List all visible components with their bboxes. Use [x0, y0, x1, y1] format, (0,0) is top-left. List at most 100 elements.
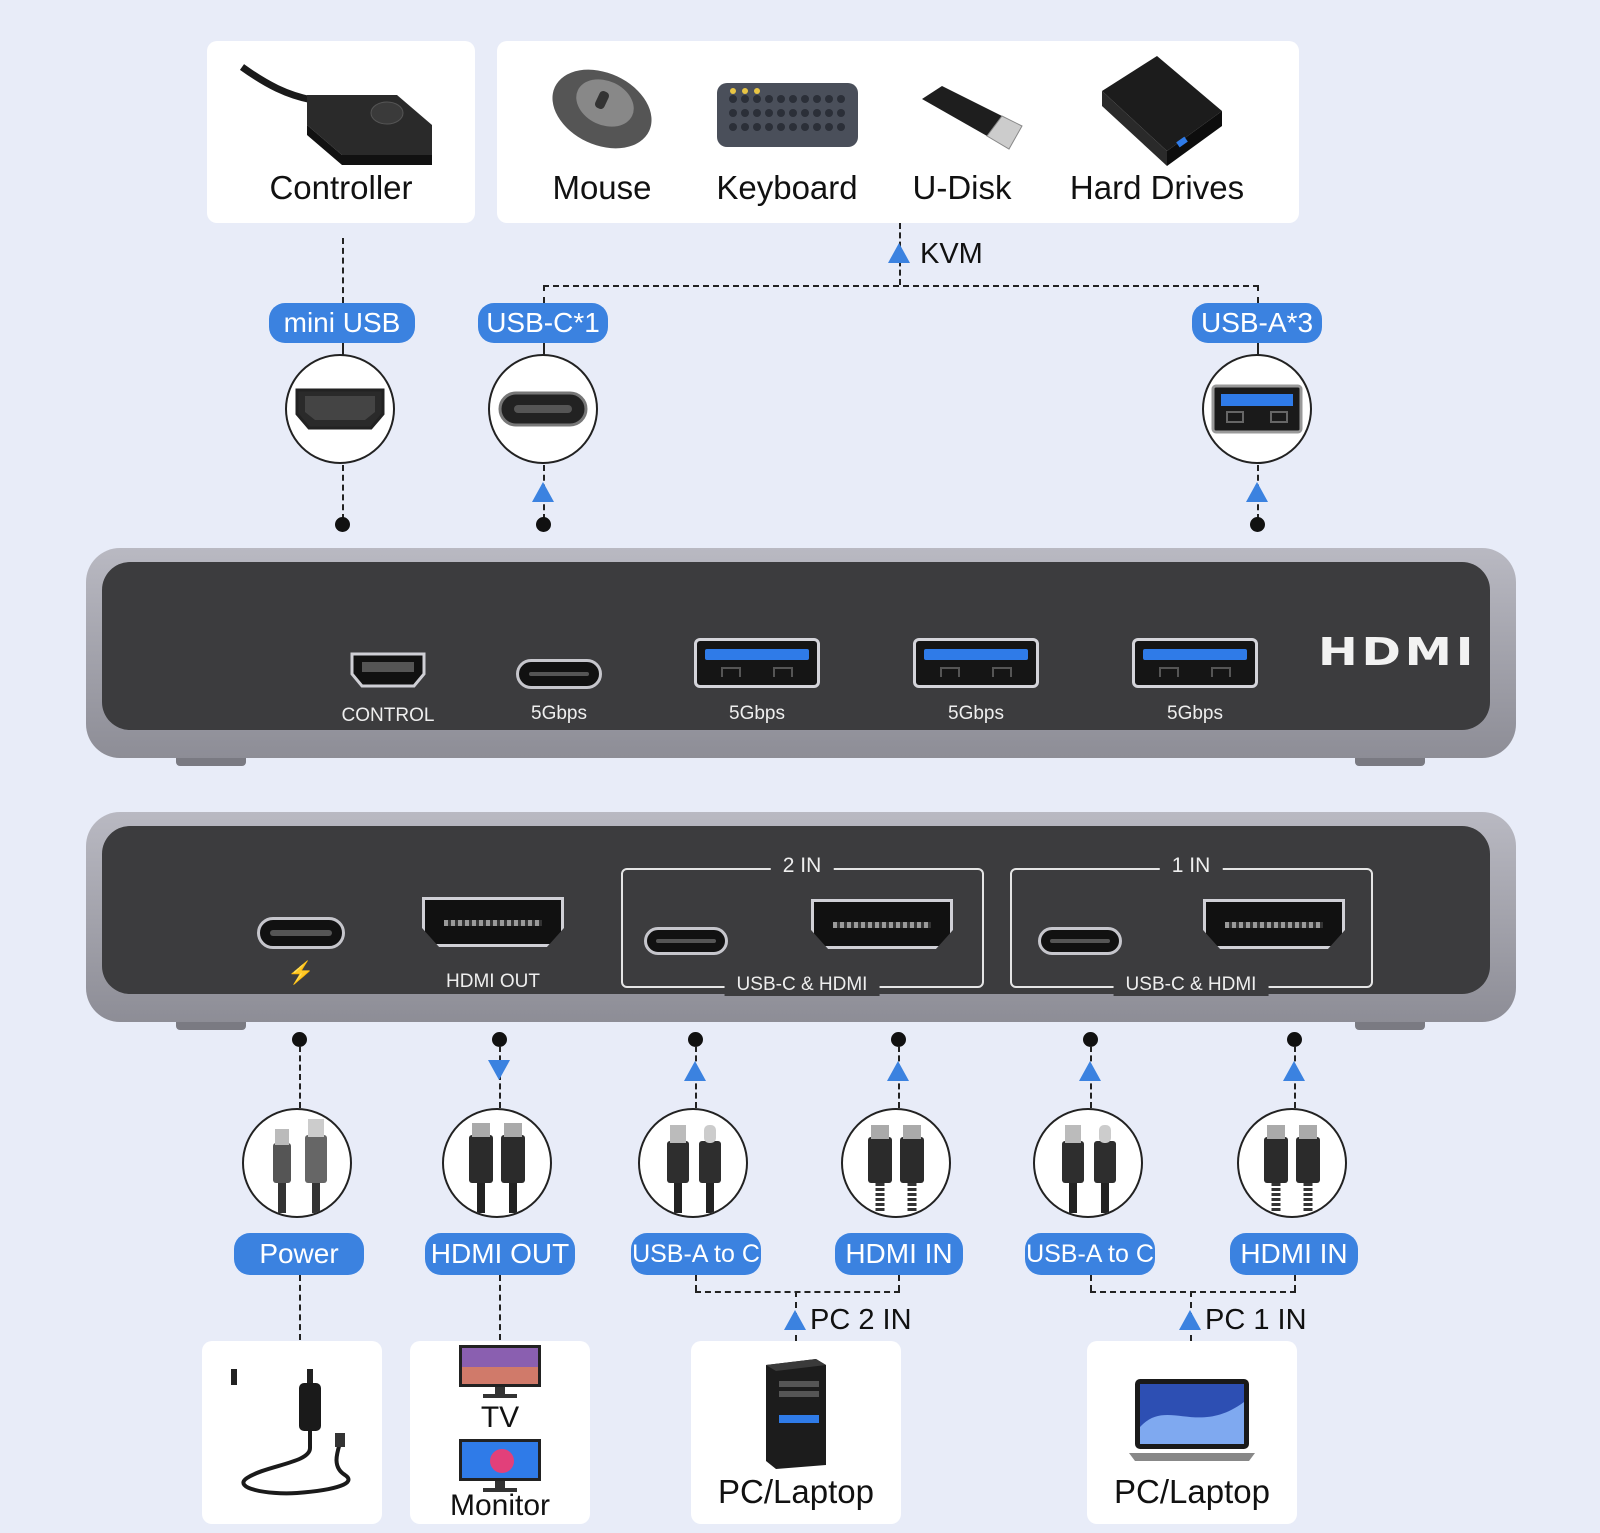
usb-a-front-port-3: [1132, 638, 1258, 688]
pc2-label: PC 2 IN: [810, 1304, 912, 1336]
usb-a-port-icon: [1211, 384, 1303, 434]
power-adapter-icon: [231, 1369, 351, 1496]
keyboard-icon: [717, 83, 858, 147]
usba-c-1-line-2: [1090, 1275, 1092, 1291]
usb-c-port-icon: [498, 391, 588, 427]
hdmi-in-1-dot: [1287, 1032, 1302, 1047]
hdmi-in-2-line-2: [898, 1275, 900, 1291]
input-1-title: 1 IN: [1159, 854, 1223, 878]
mini-usb-pill: mini USB: [269, 303, 415, 343]
usb-a-2-speed-label: 5Gbps: [948, 703, 1004, 724]
hdmi-out-port: [422, 897, 564, 947]
mouse-label: Mouse: [552, 169, 652, 206]
usb-a-to-c-cable-icon: [273, 1119, 327, 1213]
mini-usb-port-circle: [285, 354, 395, 464]
pc2-arrow-icon: [784, 1310, 806, 1330]
input-2-title: 2 IN: [770, 854, 834, 878]
usbc-top-line: [543, 285, 545, 303]
monitor-label: Monitor: [449, 1489, 551, 1522]
power-adapter-card: [202, 1341, 382, 1524]
input-1-usb-c-port: [1038, 927, 1122, 955]
power-line-1: [299, 1046, 301, 1108]
front-foot-right: [1355, 758, 1425, 766]
kvm-label: KVM: [920, 238, 983, 270]
hdmi-out-dot: [492, 1032, 507, 1047]
hdmi-in-2-dot: [891, 1032, 906, 1047]
controller-line: [342, 238, 344, 303]
usb-a-to-c-cable-icon: [667, 1125, 721, 1213]
input-1-subtitle: USB-C & HDMI: [1113, 974, 1269, 996]
mini-usb-port-icon: [295, 388, 385, 430]
front-panel-face: CONTROL 5Gbps 5Gbps 5Gbps 5Gbps HDMI: [102, 562, 1490, 730]
pc2-line-horizontal: [695, 1291, 900, 1293]
hdmi-out-port-label: HDMI OUT: [446, 971, 540, 992]
pc-laptop-2-label: PC/Laptop: [718, 1473, 874, 1510]
usb-c-pill: USB-C*1: [478, 303, 608, 343]
hdmi-in-1-line-2: [1294, 1275, 1296, 1291]
tv-label: TV: [480, 1401, 520, 1434]
kvm-arrow-icon: [888, 243, 910, 263]
pc1-label: PC 1 IN: [1205, 1304, 1307, 1336]
pc1-arrow-icon: [1179, 1310, 1201, 1330]
power-port: [257, 917, 345, 949]
tv-icon: [459, 1345, 541, 1398]
hdmi-in-1-pill: HDMI IN: [1230, 1233, 1358, 1275]
usba-c-2-arrow-icon: [684, 1061, 706, 1081]
mini-usb-line-2: [342, 465, 344, 520]
hdmi-in-1-arrow-icon: [1283, 1061, 1305, 1081]
kvm-devices-card: Mouse Keyboard U-Disk Hard Drives: [497, 41, 1299, 223]
kvm-front-panel: CONTROL 5Gbps 5Gbps 5Gbps 5Gbps HDMI: [86, 548, 1516, 758]
hard-drive-icon: [1102, 56, 1222, 166]
power-line-2: [299, 1275, 301, 1340]
controller-card: Controller: [207, 41, 475, 223]
usba-top-line: [1257, 285, 1259, 303]
power-dot: [292, 1032, 307, 1047]
hdmi-cable-icon: [1264, 1125, 1320, 1213]
rear-panel-face: ⚡ HDMI OUT 2 IN USB-C & HDMI 1 IN USB-C …: [102, 826, 1490, 996]
usb-a-port-circle: [1202, 354, 1312, 464]
rear-foot-right: [1355, 1022, 1425, 1030]
hdmi-out-line-2: [499, 1275, 501, 1340]
usb-a-line-1: [1257, 343, 1259, 355]
usb-a-pill: USB-A*3: [1192, 303, 1322, 343]
display-card: TV Monitor: [410, 1341, 590, 1524]
rear-foot-left: [176, 1022, 246, 1030]
mini-usb-line-1: [342, 343, 344, 355]
hdmi-out-pill: HDMI OUT: [425, 1233, 575, 1275]
input-1-hdmi-port: [1203, 899, 1345, 949]
usba-c-1-arrow-icon: [1079, 1061, 1101, 1081]
kvm-line-horizontal: [543, 285, 1259, 287]
input-2-subtitle: USB-C & HDMI: [724, 974, 880, 996]
usb-a-3-speed-label: 5Gbps: [1167, 703, 1223, 724]
power-cable-circle: [242, 1108, 352, 1218]
hdmi-in-2-arrow-icon: [887, 1061, 909, 1081]
power-pill: Power: [234, 1233, 364, 1275]
usb-c-arrow-icon: [532, 482, 554, 502]
controller-label: Controller: [269, 169, 413, 206]
usb-a-to-c-cable-icon: [1062, 1125, 1116, 1213]
usb-drive-icon: [922, 86, 1023, 150]
front-foot-left: [176, 758, 246, 766]
hdmi-cable-icon: [469, 1123, 525, 1213]
usb-a-arrow-icon: [1246, 482, 1268, 502]
controller-icon: [239, 64, 432, 165]
hdmi-in-2-pill: HDMI IN: [835, 1233, 963, 1275]
keyboard-label: Keyboard: [716, 169, 858, 206]
usb-c-speed-label: 5Gbps: [531, 703, 587, 724]
pc-laptop-2-card: PC/Laptop: [691, 1341, 901, 1524]
control-label: CONTROL: [341, 705, 435, 726]
usb-a-dot: [1250, 517, 1265, 532]
input-2-usb-c-port: [644, 927, 728, 955]
usba-c-1-pill: USB-A to C: [1025, 1233, 1155, 1275]
monitor-icon: [459, 1439, 541, 1492]
desktop-pc-icon: [766, 1359, 826, 1469]
mini-usb-dot: [335, 517, 350, 532]
laptop-icon: [1129, 1379, 1255, 1461]
hdmi-in-2-cable-circle: [841, 1108, 951, 1218]
usb-c-port-circle: [488, 354, 598, 464]
input-2-hdmi-port: [811, 899, 953, 949]
usba-c-1-dot: [1083, 1032, 1098, 1047]
hdmi-out-arrow-icon: [488, 1060, 510, 1080]
usb-a-front-port-2: [913, 638, 1039, 688]
pc1-line-horizontal: [1090, 1291, 1296, 1293]
